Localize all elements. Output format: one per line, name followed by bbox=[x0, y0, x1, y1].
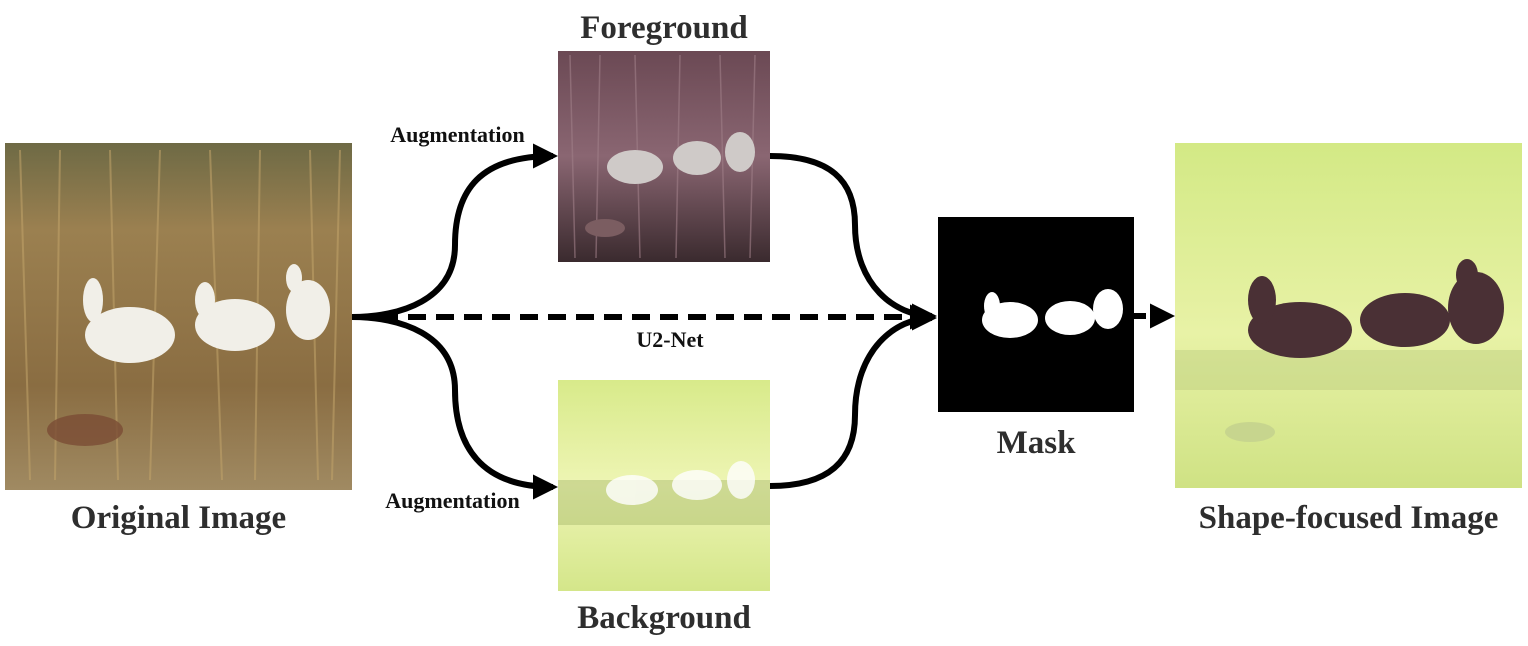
background-image bbox=[558, 380, 770, 591]
arrow-to-background bbox=[351, 314, 559, 500]
arrow-to-foreground bbox=[351, 143, 559, 320]
mask-label: Mask bbox=[996, 425, 1076, 461]
u2net-label: U2-Net bbox=[636, 327, 704, 352]
arrow-background-to-mask bbox=[769, 305, 938, 489]
arrows bbox=[351, 143, 1176, 500]
original-image bbox=[5, 143, 352, 490]
shape-focused-label: Shape-focused Image bbox=[1198, 500, 1499, 536]
shape-focused-image bbox=[1175, 143, 1522, 488]
mask-image bbox=[938, 217, 1134, 412]
original-image-label: Original Image bbox=[70, 500, 287, 536]
arrow-foreground-to-mask bbox=[769, 153, 938, 329]
foreground-label: Foreground bbox=[580, 10, 748, 46]
foreground-image bbox=[558, 51, 770, 262]
augmentation-bottom-label: Augmentation bbox=[385, 488, 520, 513]
augmentation-top-label: Augmentation bbox=[390, 122, 525, 147]
background-label: Background bbox=[577, 600, 751, 636]
